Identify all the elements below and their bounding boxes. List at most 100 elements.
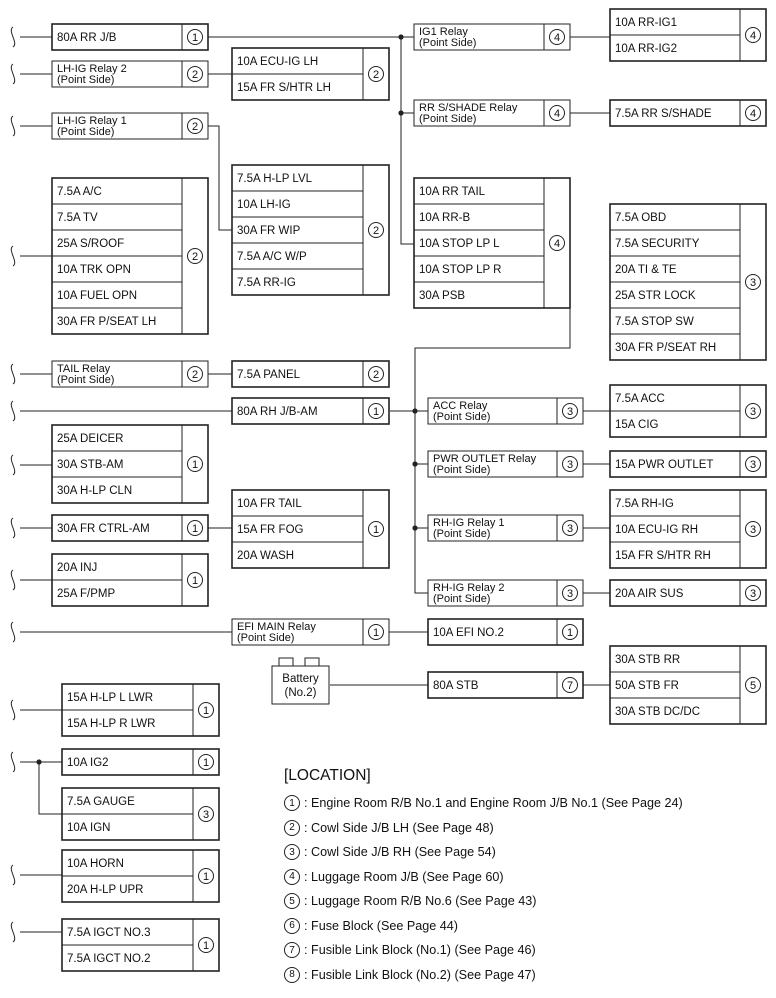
relay-label: IG1 Relay xyxy=(419,26,468,38)
fuse-label: 80A STB xyxy=(433,680,479,692)
location-number-badge xyxy=(198,937,214,953)
location-number-badge xyxy=(187,29,203,45)
location-number: 1 xyxy=(567,627,573,639)
relay-label: TAIL Relay xyxy=(57,363,111,375)
location-number-badge xyxy=(562,403,578,419)
location-number-badge xyxy=(562,520,578,536)
legend-item: 1: Engine Room R/B No.1 and Engine Room … xyxy=(284,791,774,816)
relay-label-sub: (Point Side) xyxy=(433,464,490,476)
cable-break-mark xyxy=(10,751,16,773)
fuse-label: 30A PSB xyxy=(419,290,465,302)
battery-terminal xyxy=(278,657,294,667)
location-number: 3 xyxy=(750,406,756,418)
location-number: 3 xyxy=(567,588,573,600)
fuse-block-efi-main-relay: EFI MAIN Relay(Point Side)1 xyxy=(231,618,390,646)
fuse-label: 20A WASH xyxy=(237,550,294,562)
fuse-label: 10A STOP LP L xyxy=(419,238,500,250)
relay-label-sub: (Point Side) xyxy=(419,37,476,49)
relay-label-sub: (Point Side) xyxy=(419,113,476,125)
fuse-label: 7.5A A/C W/P xyxy=(237,251,307,263)
location-number: 1 xyxy=(203,705,209,717)
relay-label-sub: (Point Side) xyxy=(433,528,490,540)
legend-item: 4: Luggage Room J/B (See Page 60) xyxy=(284,865,774,890)
fuse-label: 30A FR WIP xyxy=(237,225,301,237)
location-legend: [LOCATION] 1: Engine Room R/B No.1 and E… xyxy=(284,766,774,987)
fuse-label: 15A FR FOG xyxy=(237,524,304,536)
battery-terminal xyxy=(304,657,320,667)
fuse-block-ig1-relay: IG1 Relay(Point Side)4 xyxy=(413,23,571,51)
fuse-label: 20A TI & TE xyxy=(615,264,677,276)
fuse-label: 7.5A RH-IG xyxy=(615,498,674,510)
fuse-label: 10A HORN xyxy=(67,858,124,870)
location-number: 3 xyxy=(750,588,756,600)
legend-item: 5: Luggage Room R/B No.6 (See Page 43) xyxy=(284,889,774,914)
legend-item: 7: Fusible Link Block (No.1) (See Page 4… xyxy=(284,938,774,963)
location-number: 1 xyxy=(192,459,198,471)
location-number-badge xyxy=(368,366,384,382)
location-number: 3 xyxy=(567,459,573,471)
location-number-badge xyxy=(368,222,384,238)
location-number: 4 xyxy=(750,108,756,120)
cable-break-mark xyxy=(10,63,16,85)
fuse-label: 30A FR P/SEAT LH xyxy=(57,316,156,328)
location-number-badge xyxy=(745,456,761,472)
fuse-label: 7.5A OBD xyxy=(615,212,666,224)
location-number-badge xyxy=(187,66,203,82)
legend-text: : Cowl Side J/B LH (See Page 48) xyxy=(304,820,494,835)
fuse-label: 30A STB DC/DC xyxy=(615,706,700,718)
cable-break-mark xyxy=(10,621,16,643)
fuse-label: 10A EFI NO.2 xyxy=(433,627,504,639)
fuse-label: 30A FR P/SEAT RH xyxy=(615,342,716,354)
location-number-badge xyxy=(562,456,578,472)
fuse-label: 7.5A IGCT NO.2 xyxy=(67,953,151,965)
fuse-label: 25A STR LOCK xyxy=(615,290,696,302)
fuse-label: 7.5A A/C xyxy=(57,186,102,198)
location-number-badge xyxy=(745,403,761,419)
location-number-badge xyxy=(745,677,761,693)
fuse-block-ig2: 10A IG2 1 xyxy=(61,748,220,776)
fuse-label: 7.5A RR S/SHADE xyxy=(615,108,712,120)
fuse-label: 10A TRK OPN xyxy=(57,264,131,276)
cable-break-mark xyxy=(10,115,16,137)
fuse-label: 7.5A RR-IG xyxy=(237,277,296,289)
location-number-badge xyxy=(745,274,761,290)
location-number: 1 xyxy=(192,32,198,44)
location-number: 3 xyxy=(567,406,573,418)
fuse-label: 10A IG2 xyxy=(67,757,109,769)
location-number-badge xyxy=(187,520,203,536)
location-number-badge xyxy=(187,456,203,472)
location-number: 1 xyxy=(192,575,198,587)
fuse-label: 25A DEICER xyxy=(57,433,123,445)
cable-break-mark xyxy=(10,400,16,422)
location-number: 2 xyxy=(192,121,198,133)
fuse-block-rhig-relay1: RH-IG Relay 1(Point Side)3 xyxy=(427,514,584,542)
relay-label: ACC Relay xyxy=(433,400,488,412)
location-number-badge xyxy=(368,403,384,419)
location-number: 1 xyxy=(203,757,209,769)
location-number-badge xyxy=(198,868,214,884)
fuse-label: 30A STB RR xyxy=(615,654,680,666)
cable-break-mark xyxy=(10,26,16,48)
fuse-block-rhig-relay2: RH-IG Relay 2(Point Side)3 xyxy=(427,579,584,607)
fuse-label: 15A H-LP R LWR xyxy=(67,718,155,730)
fuse-label: 10A FUEL OPN xyxy=(57,290,137,302)
legend-text: : Fusible Link Block (No.2) (See Page 47… xyxy=(304,967,536,982)
legend-number-badge: 1 xyxy=(284,795,300,812)
fuse-label: 50A STB FR xyxy=(615,680,679,692)
relay-label: RR S/SHADE Relay xyxy=(419,102,518,114)
legend-number-badge: 8 xyxy=(284,966,300,983)
fuse-block-rr-sshade-relay: RR S/SHADE Relay(Point Side)4 xyxy=(413,99,571,127)
legend-number-badge: 2 xyxy=(284,819,300,836)
legend-text: : Luggage Room J/B (See Page 60) xyxy=(304,869,504,884)
cable-break-mark xyxy=(10,454,16,476)
fuse-label: 10A STOP LP R xyxy=(419,264,501,276)
fuse-block-rr-sshade: 7.5A RR S/SHADE 4 xyxy=(609,99,767,127)
